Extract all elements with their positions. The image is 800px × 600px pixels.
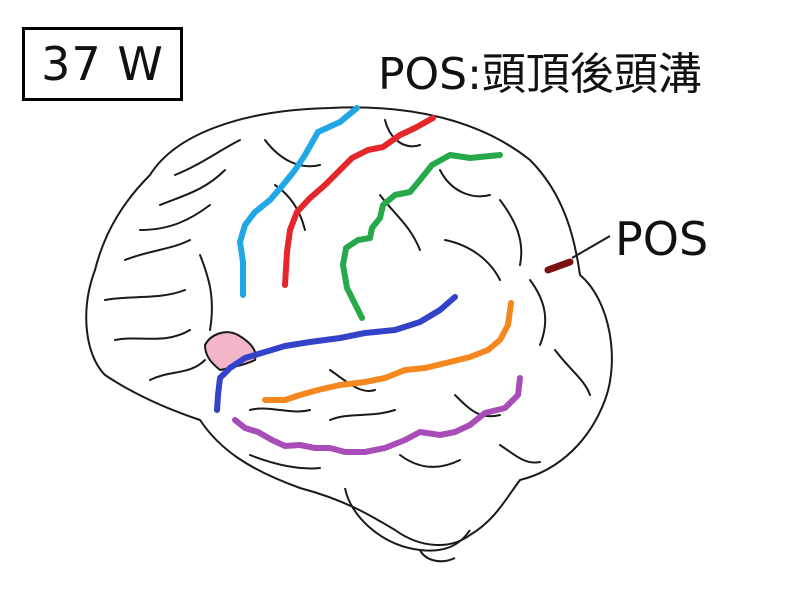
brainstem-outline bbox=[419, 549, 456, 563]
pos-leader-line bbox=[571, 235, 611, 259]
sulcus-orange-line bbox=[262, 300, 514, 403]
brain-outline bbox=[85, 106, 613, 546]
sulcus-green-line bbox=[340, 152, 503, 321]
gestational-week-badge: 37 W bbox=[22, 27, 183, 101]
sulcus-blue-line bbox=[237, 105, 360, 298]
sulcus-purple-line bbox=[232, 375, 523, 455]
sulcus-navy-line bbox=[214, 294, 458, 413]
pos-label: POS bbox=[615, 212, 709, 266]
pos-sulcus-marker bbox=[544, 258, 574, 274]
sulcus-red-line bbox=[282, 115, 436, 288]
cerebellum-outline bbox=[344, 487, 471, 552]
gyri-lines bbox=[104, 119, 591, 470]
diagram-title: POS:頭頂後頭溝 bbox=[378, 49, 702, 100]
